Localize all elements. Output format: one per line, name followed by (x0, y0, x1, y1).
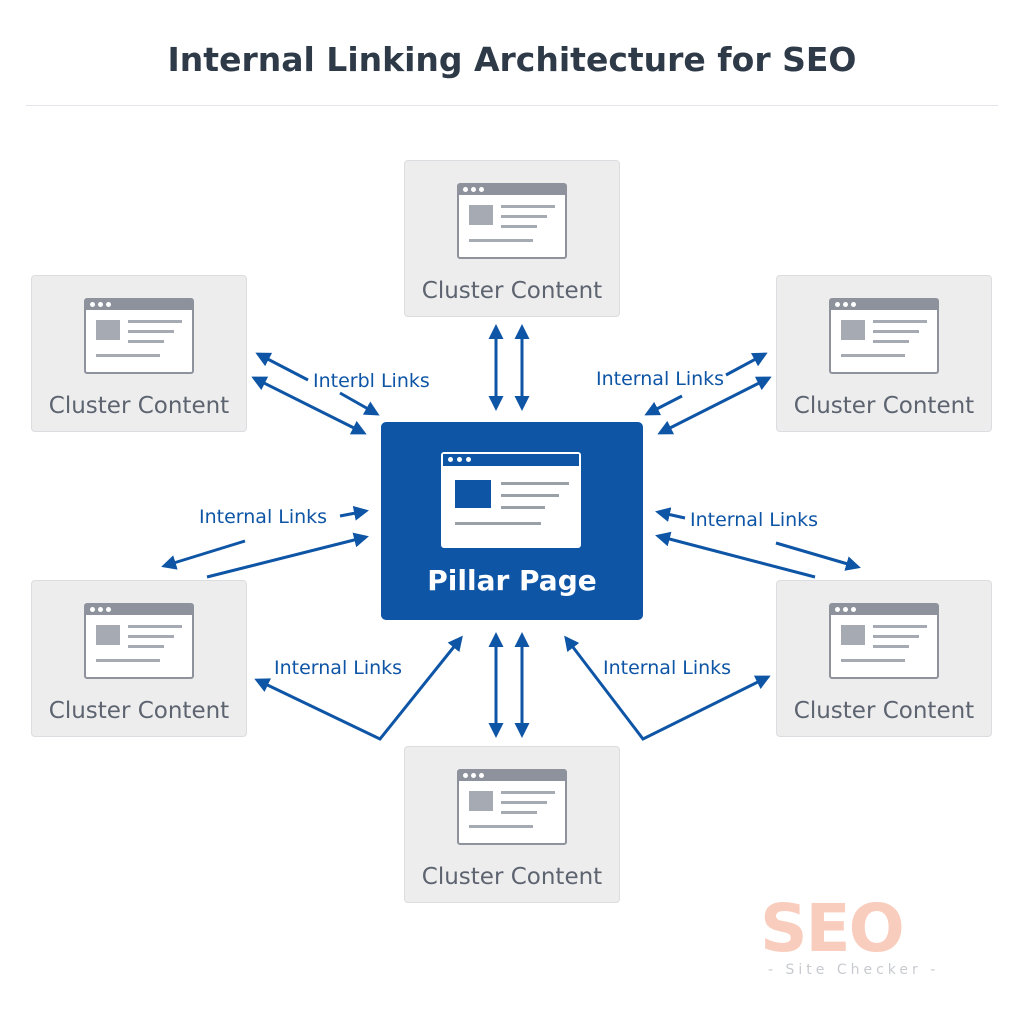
arrow-ul-2 (339, 391, 380, 416)
cluster-label: Cluster Content (48, 393, 230, 419)
cluster-top: Cluster Content (404, 160, 620, 317)
cluster-label: Cluster Content (793, 698, 975, 724)
pillar-label: Pillar Page (427, 564, 597, 597)
arrow-ul-3 (251, 376, 367, 435)
arrow-mr-1 (655, 507, 686, 522)
arrow-ul-1 (255, 352, 309, 382)
watermark-subtext: - Site Checker - (768, 962, 940, 978)
link-label-upper-right: Internal Links (596, 368, 725, 390)
webpage-icon (457, 183, 567, 259)
cluster-label: Cluster Content (48, 698, 230, 724)
cluster-lower-right: Cluster Content (776, 580, 992, 737)
link-label-upper-left: Interbl Links (313, 370, 430, 392)
divider (26, 105, 998, 106)
cluster-upper-right: Cluster Content (776, 275, 992, 432)
watermark-logo: SEO - Site Checker - (760, 890, 970, 985)
arrow-ur-3 (657, 376, 772, 435)
link-label-mid-left: Internal Links (199, 506, 328, 528)
arrow-br (564, 635, 771, 741)
webpage-icon (441, 452, 581, 548)
cluster-label: Cluster Content (421, 864, 603, 890)
diagram-title: Internal Linking Architecture for SEO (167, 40, 857, 79)
webpage-icon (829, 603, 939, 679)
arrow-ur-1 (725, 352, 768, 377)
webpage-icon (457, 769, 567, 845)
webpage-icon (84, 603, 194, 679)
arrow-ur-2 (644, 394, 683, 416)
link-label-mid-right: Internal Links (690, 509, 819, 531)
arrow-mr-3 (655, 531, 816, 579)
cluster-label: Cluster Content (793, 393, 975, 419)
cluster-label: Cluster Content (421, 278, 603, 304)
arrow-mr-2 (775, 541, 861, 571)
cluster-lower-left: Cluster Content (31, 580, 247, 737)
link-label-lower-right: Internal Links (603, 657, 732, 679)
arrow-ml-3 (206, 532, 369, 579)
cluster-bottom: Cluster Content (404, 746, 620, 903)
arrow-ml-1 (339, 505, 369, 521)
watermark-text: SEO (760, 890, 905, 967)
webpage-icon (829, 298, 939, 374)
arrow-ml-2 (161, 539, 246, 570)
pillar-page: Pillar Page (381, 422, 643, 620)
arrow-bl (254, 635, 463, 741)
link-label-lower-left: Internal Links (274, 657, 403, 679)
webpage-icon (84, 298, 194, 374)
cluster-upper-left: Cluster Content (31, 275, 247, 432)
